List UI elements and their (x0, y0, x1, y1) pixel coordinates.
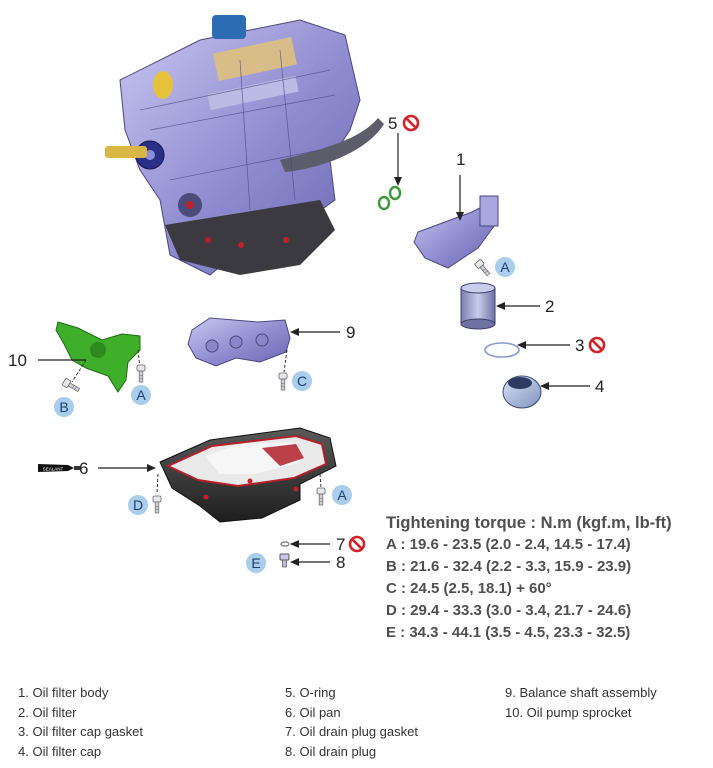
torque-letter-a-pump: A (131, 385, 151, 405)
callout-7: 7 (336, 535, 345, 554)
callout-4: 4 (595, 377, 604, 396)
callout-5: 5 (388, 114, 397, 133)
sealant-label: SEALANT (43, 467, 64, 472)
legend-column-1: 1. Oil filter body 2. Oil filter 3. Oil … (18, 683, 143, 761)
torque-row-b: B : 21.6 - 32.4 (2.2 - 3.3, 15.9 - 23.9) (386, 558, 632, 575)
legend-column-3: 9. Balance shaft assembly 10. Oil pump s… (505, 683, 657, 722)
tightening-torque-table: Tightening torque : N.m (kgf.m, lb-ft) A… (386, 512, 711, 644)
svg-text:E: E (251, 555, 260, 571)
svg-text:D: D (133, 497, 143, 513)
legend-item: 5. O-ring (285, 685, 336, 700)
legend-item: 10. Oil pump sprocket (505, 704, 632, 720)
sealant-tube-icon: SEALANT (38, 464, 80, 472)
legend-item: 4. Oil filter cap (18, 743, 102, 759)
callout-3: 3 (575, 336, 584, 355)
torque-row-e: E : 34.3 - 44.1 (3.5 - 4.5, 23.3 - 32.5) (386, 624, 631, 641)
callout-9: 9 (346, 323, 355, 342)
callout-2: 2 (545, 297, 554, 316)
torque-row-a: A : 19.6 - 23.5 (2.0 - 2.4, 14.5 - 17.4) (386, 536, 631, 553)
legend-item: 2. Oil filter (18, 704, 77, 720)
torque-title: Tightening torque : N.m (kgf.m, lb-ft) (386, 514, 672, 532)
oil-filter-part (460, 282, 540, 330)
torque-letter-e: E (246, 553, 266, 573)
torque-row-c: C : 24.5 (2.5, 18.1) + 60° (386, 580, 552, 597)
torque-letter-b-pump: B (54, 397, 74, 417)
exploded-parts-diagram: 5 1 A 2 3 4 (8, 15, 606, 573)
svg-text:A: A (500, 259, 510, 275)
torque-letter-c: C (292, 371, 312, 391)
oil-filter-body-part (413, 175, 499, 278)
svg-text:B: B (59, 399, 68, 415)
callout-10: 10 (8, 351, 27, 370)
engine-illustration (105, 15, 384, 276)
oil-pan-part (98, 427, 337, 523)
callout-1: 1 (456, 150, 465, 169)
no-reuse-icon (348, 535, 366, 553)
legend-item: 3. Oil filter cap gasket (18, 724, 143, 739)
torque-row-d: D : 29.4 - 33.3 (3.0 - 3.4, 21.7 - 24.6) (386, 602, 632, 619)
no-reuse-icon (402, 114, 420, 132)
svg-text:C: C (297, 373, 307, 389)
svg-text:A: A (337, 487, 347, 503)
oil-filter-cap-gasket-part (484, 341, 570, 358)
legend-item: 7. Oil drain plug gasket (285, 724, 418, 739)
svg-text:A: A (136, 387, 146, 403)
legend-item: 9. Balance shaft assembly (505, 685, 657, 700)
oil-drain-plug-gasket-part (280, 540, 330, 548)
torque-letter-a-pan: A (332, 485, 352, 505)
torque-letter-a-filter: A (495, 257, 515, 277)
balance-shaft-assembly-part (187, 317, 340, 391)
legend-item: 6. Oil pan (285, 704, 341, 720)
oil-filter-cap-part (502, 375, 590, 409)
callout-8: 8 (336, 553, 345, 572)
legend-item: 1. Oil filter body (18, 685, 109, 700)
oil-pump-sprocket-part (38, 321, 146, 394)
legend-column-2: 5. O-ring 6. Oil pan 7. Oil drain plug g… (285, 683, 418, 761)
torque-letter-d: D (128, 495, 148, 515)
callout-6: 6 (79, 459, 88, 478)
o-ring-part (377, 133, 402, 211)
no-reuse-icon (588, 336, 606, 354)
legend-item: 8. Oil drain plug (285, 743, 377, 759)
oil-drain-plug-part (279, 553, 330, 568)
